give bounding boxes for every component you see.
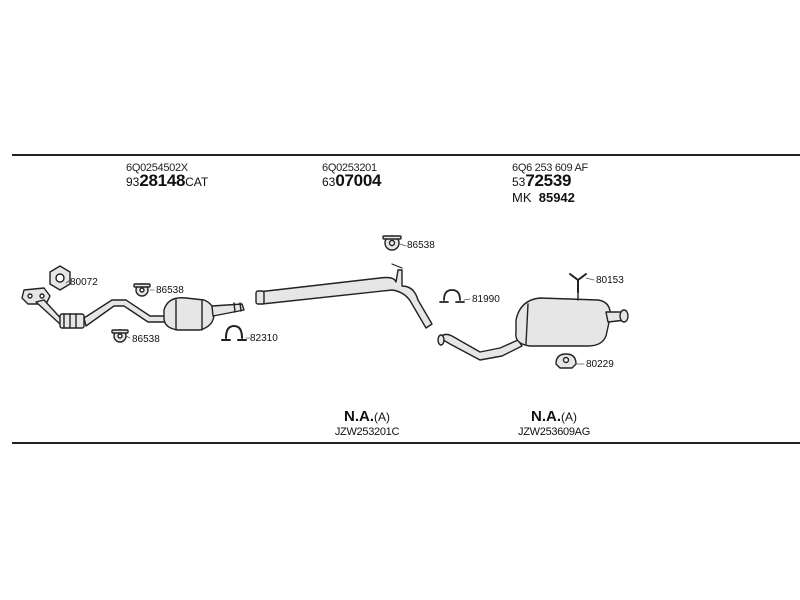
part-label-82310: 82310 (250, 333, 278, 344)
ref-prefix: 63 (322, 175, 336, 189)
rear-silencer (515, 297, 629, 347)
na-label: N.A. (531, 408, 561, 425)
clamp-81990 (439, 289, 465, 303)
mk-number: 85942 (538, 190, 575, 205)
ref-main: 28148 (139, 171, 186, 190)
mounting-kit: MK 85942 (512, 190, 588, 205)
top-divider (12, 154, 800, 156)
gasket-80072 (49, 265, 71, 291)
na-code: JZW253609AG (518, 426, 590, 438)
na-block-middle: N.A.(A) JZW253201C (312, 408, 422, 438)
clamp-82310 (221, 325, 247, 341)
part-label-86538: 86538 (407, 240, 435, 251)
ref-prefix: 53 (512, 175, 526, 189)
reference-number: 5372539 (512, 171, 588, 190)
column-rear-silencer-header: 6Q6 253 609 AF 5372539 MK 85942 (512, 162, 588, 205)
reference-number: 6307004 (322, 171, 382, 190)
part-label-86538: 86538 (132, 334, 160, 345)
rear-pipe (437, 333, 523, 361)
oem-number: 6Q0254502X (126, 162, 188, 174)
bracket-80153 (569, 273, 587, 301)
rubber-mount-80229 (555, 353, 577, 369)
na-label: N.A. (344, 408, 374, 425)
ref-main: 07004 (335, 171, 382, 190)
mk-label: MK (512, 190, 532, 205)
rubber-mount-86538-a (133, 283, 151, 297)
na-block-rear: N.A.(A) JZW253609AG (496, 408, 612, 438)
part-label-80153: 80153 (596, 275, 624, 286)
middle-pipe (255, 263, 433, 329)
reference-number: 9328148CAT (126, 171, 209, 190)
ref-prefix: 93 (126, 175, 140, 189)
part-label-81990: 81990 (472, 294, 500, 305)
na-suffix: (A) (561, 410, 577, 424)
oem-number: 6Q6 253 609 AF (512, 162, 588, 174)
front-pipe (35, 299, 169, 329)
column-front-pipe-header: 6Q0254502X 9328148CAT (126, 162, 208, 189)
part-label-86538: 86538 (156, 285, 184, 296)
oem-number: 6Q0253201 (322, 162, 377, 174)
na-code: JZW253201C (334, 426, 400, 438)
column-middle-pipe-header: 6Q0253201 6307004 (322, 162, 381, 189)
part-label-80072: 80072 (70, 277, 98, 288)
part-label-80229: 80229 (586, 359, 614, 370)
rubber-mount-86538-c (382, 235, 402, 251)
rubber-mount-86538-b (111, 329, 129, 343)
catalytic-converter (163, 297, 245, 331)
bottom-divider (12, 442, 800, 444)
ref-main: 72539 (525, 171, 572, 190)
na-suffix: (A) (374, 410, 390, 424)
ref-suffix: CAT (185, 175, 209, 189)
